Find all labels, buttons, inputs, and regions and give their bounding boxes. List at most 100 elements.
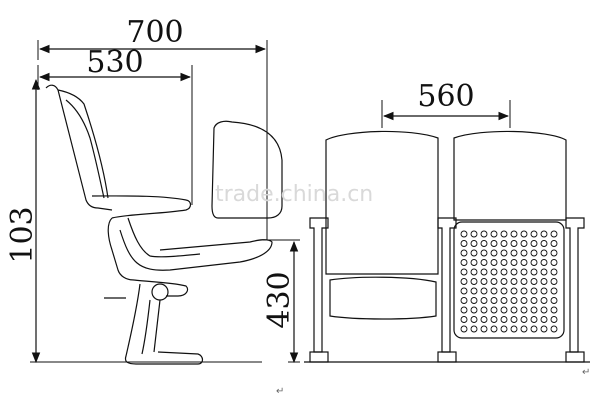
dimension-height-total: 103 — [5, 78, 262, 364]
perforation-hole — [490, 249, 498, 257]
perforation-hole — [490, 259, 498, 266]
dimension-seat-height: 430 — [262, 239, 300, 364]
perforation-hole — [500, 249, 508, 257]
perforation-hole — [470, 278, 478, 285]
perforation-hole — [530, 240, 538, 247]
perforation-hole — [510, 287, 518, 295]
perforation-hole — [540, 278, 548, 285]
perforation-hole — [460, 268, 468, 276]
perforation-hole — [550, 297, 558, 304]
perforation-hole — [540, 240, 548, 247]
perforation-hole — [480, 325, 488, 333]
perforation-hole — [540, 230, 548, 238]
perforation-hole — [500, 268, 508, 276]
perforation-hole — [480, 230, 488, 238]
perforation-hole — [530, 287, 538, 295]
perforation-hole — [530, 249, 538, 257]
perforation-hole — [500, 325, 508, 333]
perforation-hole — [460, 306, 468, 314]
perforation-hole — [490, 268, 498, 276]
perforation-hole — [510, 325, 518, 333]
perforation-hole — [520, 297, 528, 304]
perforation-hole — [550, 259, 558, 266]
perforation-hole — [550, 278, 558, 285]
perforation-hole — [500, 316, 508, 323]
perforation-hole — [500, 297, 508, 304]
seat-perforation — [460, 230, 558, 333]
perforation-hole — [530, 230, 538, 238]
perforation-hole — [530, 306, 538, 314]
perforation-hole — [460, 287, 468, 295]
perforation-hole — [550, 230, 558, 238]
perforation-hole — [480, 297, 488, 304]
perforation-hole — [460, 230, 468, 238]
perforation-hole — [470, 325, 478, 333]
perforation-hole — [520, 230, 528, 238]
perforation-hole — [480, 316, 488, 323]
perforation-hole — [470, 230, 478, 238]
perforation-hole — [480, 268, 488, 276]
perforation-hole — [480, 259, 488, 266]
perforation-hole — [470, 259, 478, 266]
perforation-hole — [520, 268, 528, 276]
seat-height-label: 430 — [262, 271, 297, 328]
perforation-hole — [520, 325, 528, 333]
perforation-hole — [510, 316, 518, 323]
dimension-depth-total: 700 — [37, 15, 268, 60]
perforation-hole — [510, 278, 518, 285]
perforation-hole — [550, 306, 558, 314]
perforation-hole — [460, 249, 468, 257]
perforation-hole — [470, 287, 478, 295]
depth-seat-label: 530 — [86, 45, 143, 80]
perforation-hole — [530, 259, 538, 266]
perforation-hole — [460, 316, 468, 323]
perforation-hole — [490, 287, 498, 295]
perforation-hole — [490, 325, 498, 333]
height-total-label: 103 — [5, 206, 40, 263]
dimension-depth-seat: 530 — [37, 45, 193, 90]
perforation-hole — [510, 240, 518, 247]
perforation-hole — [480, 287, 488, 295]
perforation-hole — [520, 278, 528, 285]
perforation-hole — [550, 316, 558, 323]
perforation-hole — [540, 306, 548, 314]
perforation-hole — [540, 297, 548, 304]
perforation-hole — [520, 287, 528, 295]
perforation-hole — [500, 287, 508, 295]
perforation-hole — [490, 306, 498, 314]
perforation-hole — [510, 306, 518, 314]
perforation-hole — [550, 325, 558, 333]
perforation-hole — [550, 268, 558, 276]
perforation-hole — [540, 287, 548, 295]
perforation-hole — [520, 240, 528, 247]
perforation-hole — [460, 297, 468, 304]
perforation-hole — [550, 249, 558, 257]
perforation-hole — [470, 306, 478, 314]
perforation-hole — [490, 316, 498, 323]
perforation-hole — [460, 325, 468, 333]
perforation-hole — [510, 259, 518, 266]
perforation-hole — [490, 278, 498, 285]
perforation-hole — [550, 240, 558, 247]
perforation-hole — [530, 316, 538, 323]
perforation-hole — [500, 278, 508, 285]
perforation-hole — [530, 297, 538, 304]
perforation-hole — [540, 268, 548, 276]
perforation-hole — [480, 240, 488, 247]
watermark: trade.china.cn — [215, 182, 373, 207]
perforation-hole — [470, 268, 478, 276]
perforation-hole — [520, 259, 528, 266]
chair-front-view — [304, 130, 590, 363]
perforation-hole — [460, 240, 468, 247]
perforation-hole — [480, 249, 488, 257]
perforation-hole — [540, 259, 548, 266]
perforation-hole — [530, 325, 538, 333]
perforation-hole — [460, 259, 468, 266]
perforation-hole — [490, 297, 498, 304]
perforation-hole — [500, 230, 508, 238]
perforation-hole — [540, 325, 548, 333]
perforation-hole — [530, 268, 538, 276]
perforation-hole — [510, 268, 518, 276]
perforation-hole — [510, 297, 518, 304]
